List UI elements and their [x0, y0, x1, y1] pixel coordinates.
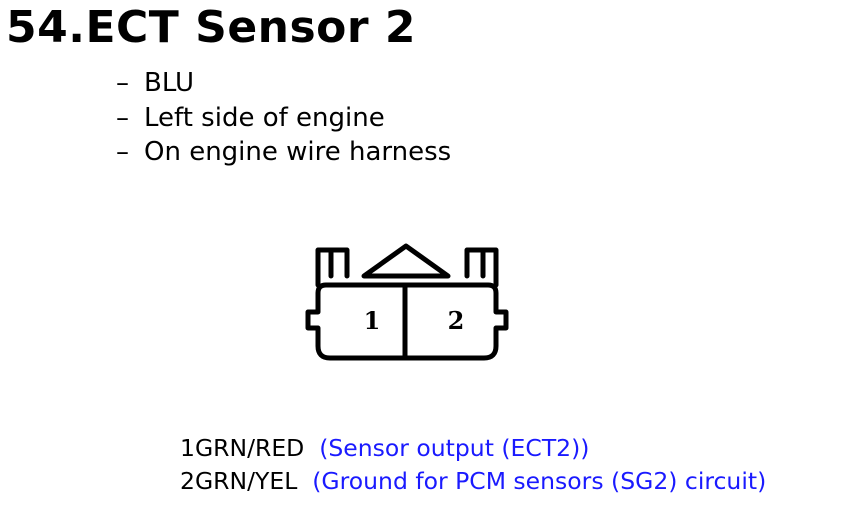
left-latch	[315, 247, 350, 288]
pin-row: 1GRN/RED (Sensor output (ECT2))	[180, 432, 766, 465]
detail-color-text: BLU	[144, 68, 195, 98]
pin-wire-color: GRN/RED	[194, 434, 305, 462]
pin-label-2: 2	[448, 306, 465, 335]
detail-harness: –On engine wire harness	[116, 137, 452, 167]
page-title: 54.ECT Sensor 2	[6, 2, 417, 53]
connector-details-list: –BLU –Left side of engine –On engine wir…	[116, 66, 451, 170]
detail-harness-text: On engine wire harness	[144, 137, 452, 167]
pin-label-1: 1	[364, 306, 381, 335]
detail-location-text: Left side of engine	[144, 102, 385, 133]
pin-wire-color: GRN/YEL	[194, 467, 298, 495]
detail-color: –BLU	[116, 68, 195, 98]
connector-diagram: 1 2	[305, 243, 509, 361]
pin-list: 1GRN/RED (Sensor output (ECT2)) 2GRN/YEL…	[180, 432, 766, 498]
pin-row: 2GRN/YEL (Ground for PCM sensors (SG2) c…	[180, 465, 766, 498]
right-latch	[464, 247, 499, 288]
pin-number: 2	[180, 467, 195, 495]
pin-description: (Sensor output (ECT2))	[319, 434, 590, 462]
pin-number: 1	[180, 434, 195, 462]
detail-location: –Left side of engine	[116, 102, 385, 133]
connector-body	[305, 282, 509, 361]
pin-description: (Ground for PCM sensors (SG2) circuit)	[312, 467, 767, 495]
top-key	[361, 243, 451, 279]
